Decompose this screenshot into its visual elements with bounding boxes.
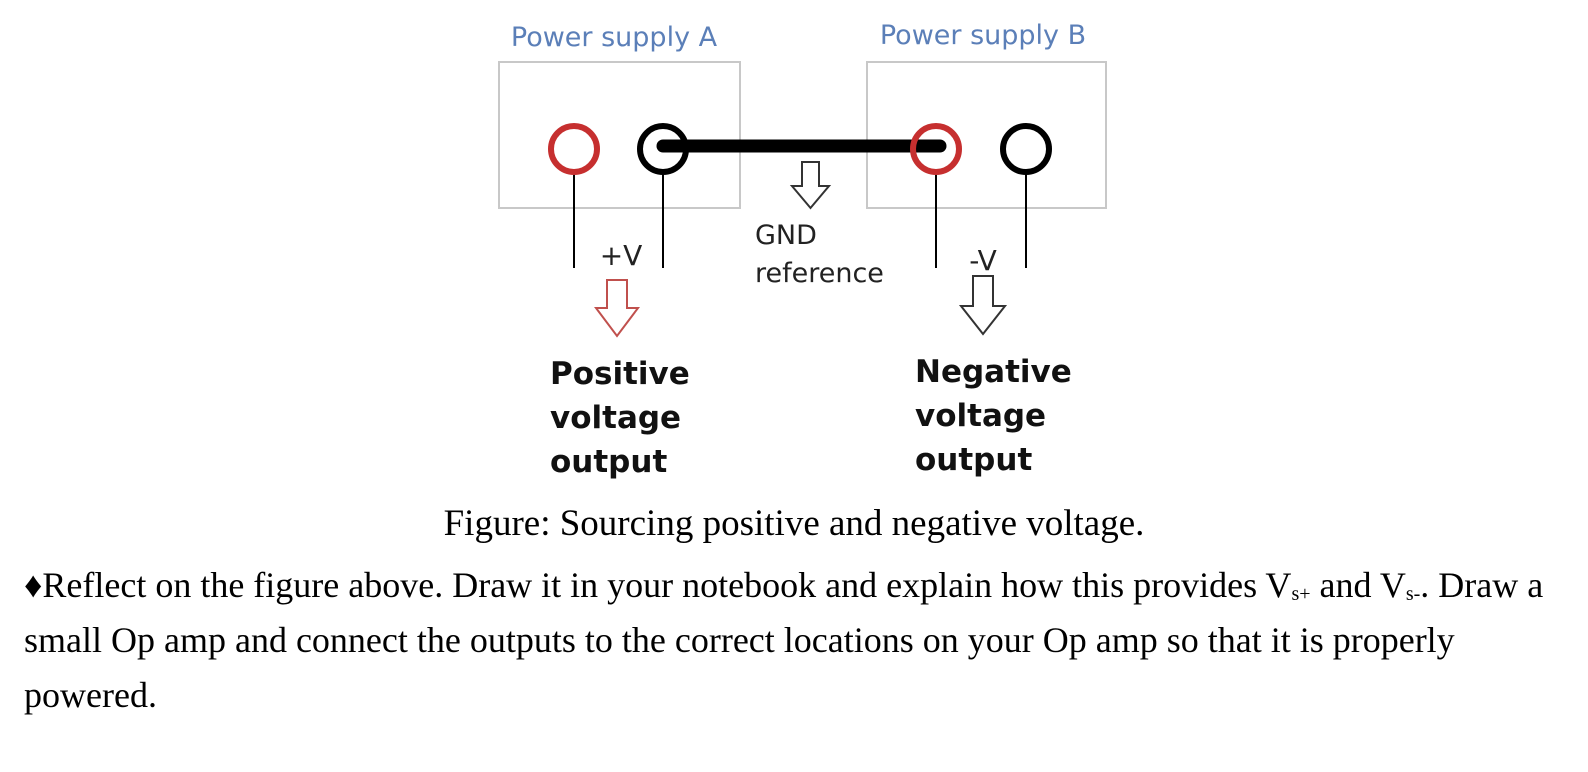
figure-caption: Figure: Sourcing positive and negative v… <box>443 503 1145 544</box>
vs-plus-subscript: s+ <box>1291 583 1311 605</box>
supply-b-negative-terminal <box>1000 123 1052 175</box>
negative-voltage-output-label: Negative voltage output <box>915 354 1072 478</box>
supply-b-positive-terminal <box>910 123 962 175</box>
gnd-arrow-icon <box>789 161 832 210</box>
supply-a-positive-terminal <box>548 123 600 175</box>
power-supply-b-box <box>866 61 1107 209</box>
negative-output-line-2: voltage <box>915 398 1046 434</box>
instruction-part-1: Reflect on the figure above. Draw it in … <box>42 565 1292 605</box>
gnd-reference-label: reference <box>755 258 884 289</box>
power-supply-diagram: Power supply A Power supply B GND refere… <box>498 20 1107 480</box>
positive-output-line-1: Positive <box>550 356 690 392</box>
positive-voltage-output-label: Positive voltage output <box>550 356 690 480</box>
instruction-part-2: and V <box>1310 565 1406 605</box>
bullet-diamond-icon: ♦ <box>24 565 43 605</box>
minus-v-label: -V <box>969 244 997 277</box>
supply-a-negative-terminal <box>637 123 689 175</box>
negative-output-line-1: Negative <box>915 354 1072 390</box>
negative-output-arrow-icon <box>958 275 1008 336</box>
positive-output-line-3: output <box>550 444 667 480</box>
power-supply-a-label: Power supply A <box>511 22 718 53</box>
positive-output-line-2: voltage <box>550 400 681 436</box>
negative-output-line-3: output <box>915 442 1032 478</box>
plus-v-label: +V <box>600 239 643 272</box>
instruction-part-3: . Draw a small Op amp and connect the ou… <box>24 565 1544 715</box>
positive-output-arrow-icon <box>594 279 640 338</box>
power-supply-b-label: Power supply B <box>880 20 1086 51</box>
gnd-label: GND <box>755 220 817 251</box>
vs-minus-subscript: s- <box>1405 583 1421 605</box>
instruction-text: ♦Reflect on the figure above. Draw it in… <box>24 558 1564 723</box>
power-supply-a-box <box>498 61 741 209</box>
